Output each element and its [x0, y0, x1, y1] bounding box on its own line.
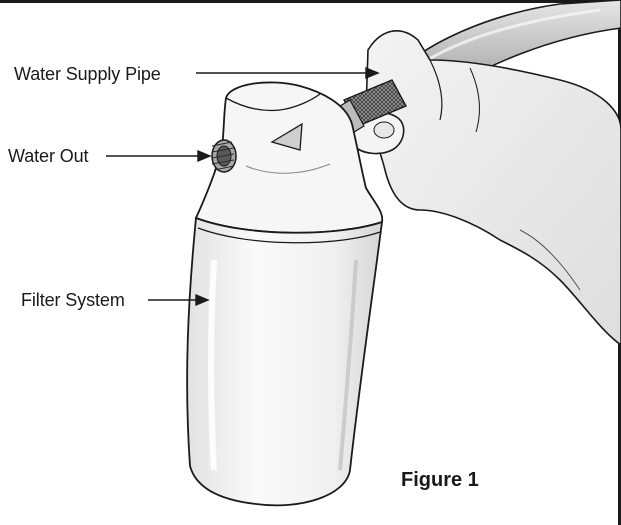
label-water-supply-pipe: Water Supply Pipe — [14, 64, 161, 84]
figure-caption: Figure 1 — [401, 470, 479, 490]
leader-out-arrow — [198, 151, 210, 161]
outlet-fitting-graphic — [212, 140, 236, 172]
label-water-out: Water Out — [8, 146, 88, 166]
hand-graphic — [352, 31, 621, 345]
filter-body-graphic — [187, 218, 382, 505]
label-filter-system: Filter System — [21, 290, 125, 310]
